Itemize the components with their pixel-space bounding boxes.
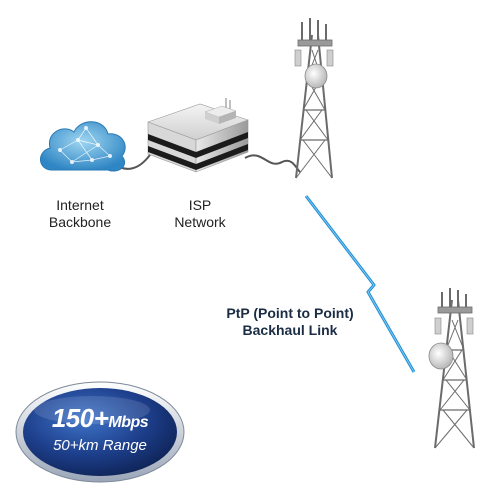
wireless-link-beam: [304, 195, 416, 373]
isp-network-label-line1: ISP: [188, 197, 212, 213]
backhaul-link-label: PtP (Point to Point) Backhaul Link: [195, 305, 385, 339]
internet-backbone-label-line1: Internet: [56, 197, 104, 213]
cable-isp-to-tower: [244, 154, 301, 173]
speed-range-badge: [15, 381, 185, 483]
dish-antenna-icon: [304, 63, 328, 89]
transmission-tower-icon: [434, 288, 475, 449]
dish-antenna-icon: [428, 342, 454, 370]
isp-network-label: ISP Network: [155, 197, 245, 231]
badge-speed-unit: Mbps: [108, 414, 149, 431]
badge-speed: 150+Mbps: [20, 404, 180, 437]
transmission-tower-icon: [294, 18, 334, 179]
backhaul-link-label-line2: Backhaul Link: [242, 322, 338, 338]
isp-server-icon: [147, 98, 249, 173]
badge-speed-value: 150+: [51, 403, 109, 433]
badge-range: 50+km Range: [53, 437, 147, 454]
backhaul-link-label-line1: PtP (Point to Point): [226, 305, 354, 321]
badge-text: 150+Mbps 50+km Range: [20, 404, 180, 455]
isp-network-label-line2: Network: [174, 214, 226, 230]
internet-cloud-icon: [40, 121, 126, 172]
internet-backbone-label-line2: Backbone: [48, 214, 112, 230]
internet-backbone-label: Internet Backbone: [30, 197, 130, 231]
